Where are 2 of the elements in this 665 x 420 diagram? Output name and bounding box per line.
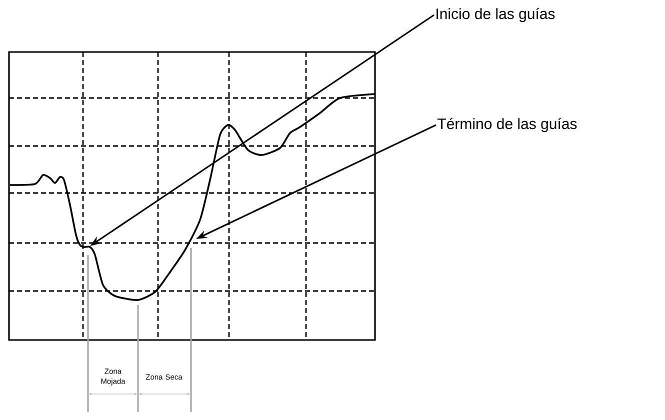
callout-text: Inicio de las guías: [436, 8, 555, 22]
callout-text: Término de las guías: [438, 118, 577, 132]
